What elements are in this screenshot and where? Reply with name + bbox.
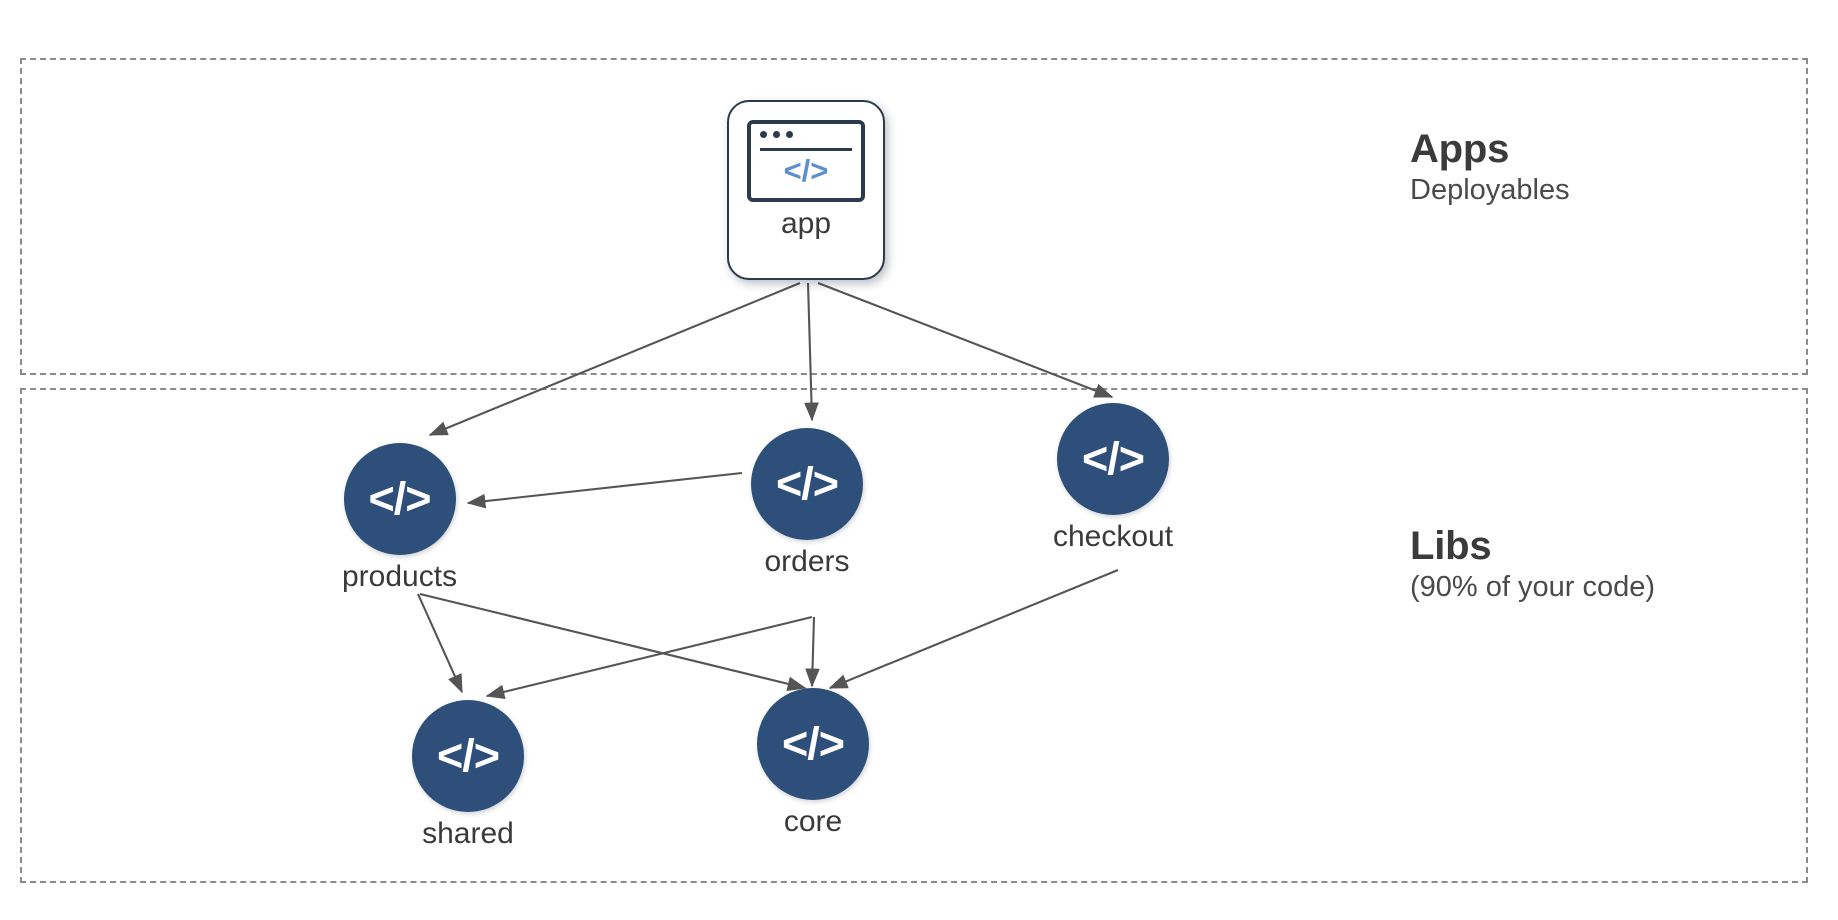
- code-icon: </>: [757, 688, 869, 800]
- node-core[interactable]: </> core: [757, 688, 869, 838]
- node-orders[interactable]: </> orders: [751, 428, 863, 578]
- browser-dots-icon: [760, 131, 793, 138]
- node-shared-label: shared: [422, 817, 514, 850]
- node-checkout[interactable]: </> checkout: [1053, 403, 1173, 553]
- node-checkout-label: checkout: [1053, 520, 1174, 553]
- code-glyph: </>: [1082, 432, 1145, 484]
- region-apps: [20, 58, 1808, 375]
- region-libs-title: Libs: [1410, 524, 1492, 568]
- code-icon: </>: [412, 700, 524, 812]
- region-apps-caption: Apps Deployables: [1410, 128, 1570, 207]
- code-glyph: </>: [436, 729, 500, 781]
- code-glyph: </>: [783, 153, 829, 188]
- browser-code-icon: </>: [747, 120, 865, 202]
- region-apps-title: Apps: [1410, 127, 1510, 171]
- code-icon: </>: [1057, 403, 1170, 515]
- node-core-label: core: [783, 805, 843, 838]
- region-libs: [20, 388, 1808, 883]
- node-orders-label: orders: [764, 545, 850, 578]
- code-glyph: </>: [368, 472, 432, 524]
- region-libs-subtitle: (90% of your code): [1410, 571, 1656, 603]
- code-icon: </>: [343, 443, 456, 555]
- code-icon: </>: [751, 428, 863, 540]
- node-app-label: app: [780, 207, 832, 240]
- node-products[interactable]: </> products: [342, 443, 457, 593]
- browser-titlebar-rule: [760, 148, 852, 151]
- code-glyph: </>: [781, 717, 845, 769]
- node-products-label: products: [342, 560, 458, 593]
- region-apps-subtitle: Deployables: [1410, 174, 1570, 206]
- code-glyph: </>: [775, 457, 839, 509]
- node-app[interactable]: </> app: [727, 100, 885, 280]
- node-shared[interactable]: </> shared: [412, 700, 524, 850]
- region-libs-caption: Libs (90% of your code): [1410, 525, 1655, 604]
